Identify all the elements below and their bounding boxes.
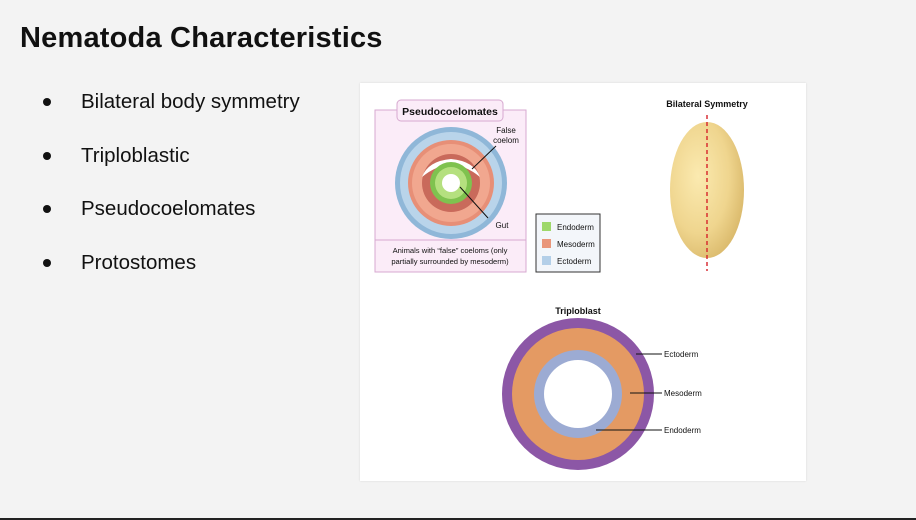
pseudo-caption: Animals with “false” coeloms (only (393, 246, 508, 255)
legend-label: Endoderm (557, 223, 594, 232)
bullet-item: Protostomes (40, 251, 300, 305)
legend-label: Ectoderm (557, 257, 592, 266)
bottom-border (0, 518, 916, 520)
gut-lumen (442, 174, 460, 192)
false-coelom-label: False (496, 126, 516, 135)
figure-svg: Pseudocoelomates False coelom Gut Animal… (374, 99, 748, 470)
pseudo-caption: partially surrounded by mesoderm) (391, 257, 509, 266)
legend-swatch-mesoderm (542, 239, 551, 248)
gut-pointer (459, 186, 489, 219)
pseudocoelomate-cross-section (395, 127, 507, 239)
triploblast-heading: Triploblast (555, 306, 601, 316)
pseudo-heading-box (396, 99, 504, 122)
false-coelom-cavity (422, 159, 480, 177)
false-coelom-label: coelom (493, 136, 519, 145)
bullet-list: Bilateral body symmetry Triploblastic Ps… (40, 90, 300, 304)
bullet-item: Pseudocoelomates (40, 197, 300, 251)
triploblast-lumen (544, 360, 612, 428)
endoderm-label: Endoderm (664, 426, 701, 435)
triploblast-diagram: Triploblast Ectoderm Mesoderm Endoderm (502, 306, 702, 470)
germ-layer-legend: Endoderm Mesoderm Ectoderm (535, 213, 601, 273)
oval-body-shape (670, 122, 744, 258)
ectoderm-label: Ectoderm (664, 350, 699, 359)
bullet-item: Bilateral body symmetry (40, 90, 300, 144)
false-coelom-pointer (471, 145, 497, 170)
legend-swatch-ectoderm (542, 256, 551, 265)
mesoderm-label: Mesoderm (664, 389, 702, 398)
gut-label: Gut (496, 221, 510, 230)
slide-title: Nematoda Characteristics (20, 22, 383, 54)
pseudo-heading: Pseudocoelomates (402, 106, 498, 118)
legend-swatch-endoderm (542, 222, 551, 231)
pseudocoelomate-panel: Pseudocoelomates False coelom Gut Animal… (374, 99, 527, 273)
bullet-item: Triploblastic (40, 144, 300, 198)
figure-panel: Pseudocoelomates False coelom Gut Animal… (360, 83, 806, 481)
bilateral-symmetry-diagram: Bilateral Symmetry (666, 99, 748, 271)
legend-label: Mesoderm (557, 240, 595, 249)
bilateral-heading: Bilateral Symmetry (666, 99, 748, 109)
